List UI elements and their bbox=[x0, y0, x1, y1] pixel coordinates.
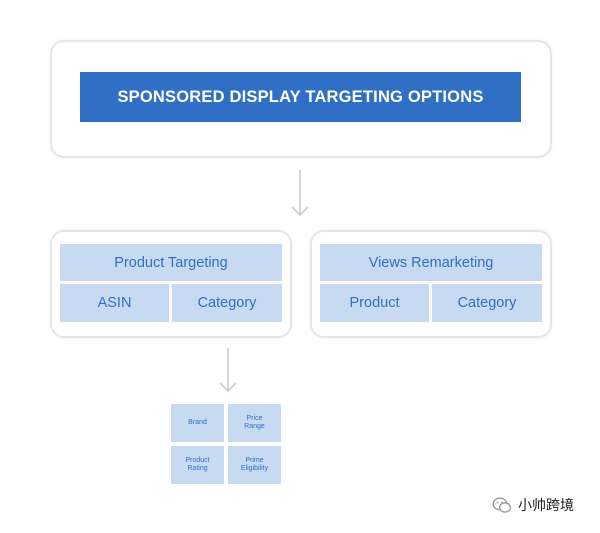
diagram-title: SPONSORED DISPLAY TARGETING OPTIONS bbox=[80, 72, 521, 122]
brand-option: Brand bbox=[171, 404, 224, 442]
product-rating-option: Product Rating bbox=[171, 446, 224, 484]
views-remarketing-card: Views Remarketing Product Category bbox=[310, 230, 552, 338]
product-targeting-card: Product Targeting ASIN Category bbox=[50, 230, 292, 338]
asin-option: ASIN bbox=[60, 284, 169, 322]
arrow-down-icon bbox=[219, 348, 237, 393]
product-targeting-header: Product Targeting bbox=[60, 244, 282, 281]
category-option: Category bbox=[432, 284, 542, 322]
product-option: Product bbox=[320, 284, 429, 322]
wechat-icon bbox=[492, 497, 512, 513]
views-remarketing-header: Views Remarketing bbox=[320, 244, 542, 281]
category-option: Category bbox=[172, 284, 282, 322]
title-card: SPONSORED DISPLAY TARGETING OPTIONS bbox=[50, 40, 552, 158]
watermark: 小帅跨境 bbox=[492, 496, 574, 514]
watermark-text: 小帅跨境 bbox=[518, 497, 574, 513]
arrow-down-icon bbox=[291, 170, 309, 217]
price-range-option: Price Range bbox=[228, 404, 281, 442]
prime-eligibility-option: Prime Eligibility bbox=[228, 446, 281, 484]
product-targeting-sub-options: Brand Price Range Product Rating Prime E… bbox=[171, 404, 281, 484]
